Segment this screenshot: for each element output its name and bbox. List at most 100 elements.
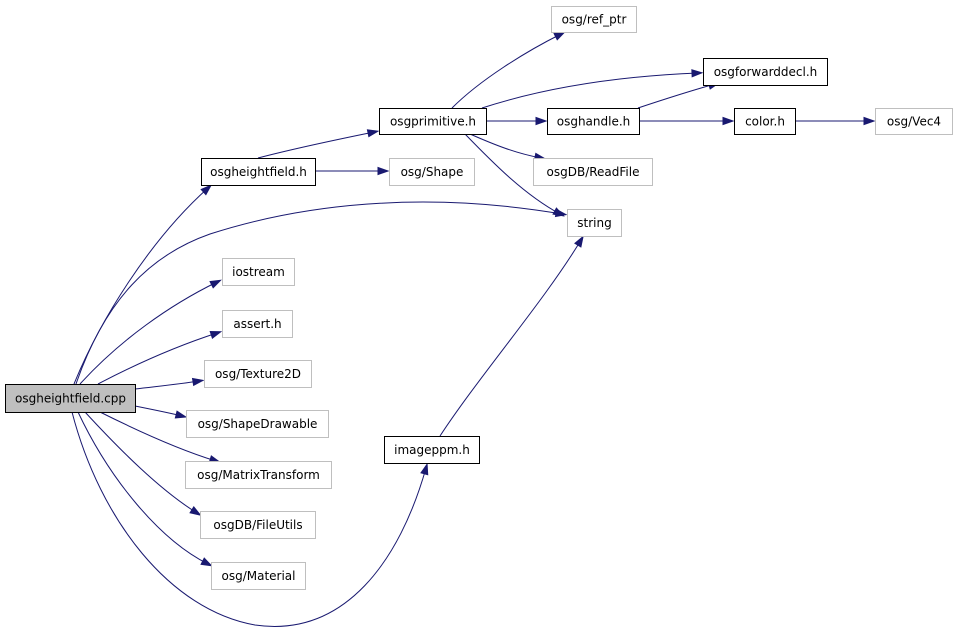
node-osg-texture2d: osg/Texture2D [204, 360, 312, 388]
edge-osgprimitive_h-to-osgdb_readfile [469, 133, 547, 161]
node-label: osgforwarddecl.h [714, 65, 818, 79]
node-label: osg/ref_ptr [562, 13, 627, 27]
node-box [551, 6, 637, 33]
arrowhead-icon [553, 31, 566, 41]
node-label: osgDB/FileUtils [213, 518, 302, 532]
nodes-layer: osgheightfield.cpp osgheightfield.h osgpri… [5, 6, 953, 590]
edge-line [637, 83, 716, 109]
edge-osgheightfield_h-to-osg_shape [314, 166, 390, 176]
edge-osgheightfield_cpp-to-string [75, 201, 568, 385]
node-box [734, 108, 796, 135]
node-box [533, 158, 653, 186]
node-box [201, 158, 316, 186]
edge-osgheightfield_cpp-to-osg_texture2d [134, 377, 205, 390]
edge-line [71, 411, 427, 627]
node-imageppm-h[interactable]: imageppm.h [384, 436, 480, 464]
node-label: osgheightfield.h [210, 165, 307, 179]
arrowhead-icon [691, 69, 704, 78]
node-osgheightfield-cpp[interactable]: osgheightfield.cpp [5, 384, 136, 413]
node-label: osg/ShapeDrawable [198, 417, 318, 431]
node-iostream: iostream [222, 258, 295, 286]
edge-line [99, 411, 217, 462]
edge-line [79, 281, 218, 385]
node-box [5, 384, 136, 413]
node-label: osghandle.h [557, 115, 631, 129]
edge-line [439, 239, 582, 437]
node-box [222, 258, 295, 286]
node-osgforwarddecl-h[interactable]: osgforwarddecl.h [703, 58, 828, 86]
edge-osgheightfield_cpp-to-assert_h [97, 331, 223, 385]
edge-osgheightfield_cpp-to-osg_material [77, 411, 213, 567]
edge-color_h-to-osg_vec4 [794, 116, 876, 126]
node-box [547, 108, 640, 135]
edge-osgheightfield_cpp-to-imageppm_h [71, 411, 429, 627]
node-box [567, 209, 622, 237]
arrowhead-icon [200, 557, 213, 567]
arrowhead-icon [552, 207, 565, 217]
edge-line [469, 133, 542, 159]
node-label: iostream [232, 265, 285, 279]
edge-osghandle_h-to-osgforwarddecl_h [637, 81, 721, 109]
node-box [204, 360, 312, 388]
arrowhead-icon [722, 116, 735, 126]
node-osg-ref-ptr: osg/ref_ptr [551, 6, 637, 33]
arrowhead-icon [377, 166, 390, 176]
edge-line [75, 201, 563, 385]
node-label: osgprimitive.h [390, 115, 476, 129]
node-osg-shape: osg/Shape [389, 158, 475, 186]
arrowhead-icon [191, 377, 205, 387]
edge-osgprimitive_h-to-string [464, 133, 565, 217]
arrowhead-icon [189, 505, 202, 516]
node-label: color.h [745, 115, 785, 129]
node-box [222, 310, 293, 338]
edge-osgheightfield_cpp-to-osgheightfield_h [73, 184, 213, 385]
node-assert-h: assert.h [222, 310, 293, 338]
node-box [389, 158, 475, 186]
node-osgdb-fileutils: osgDB/FileUtils [200, 511, 316, 539]
node-string: string [567, 209, 622, 237]
node-box [200, 511, 316, 539]
node-osg-shapedrawable: osg/ShapeDrawable [186, 410, 329, 438]
edge-osgprimitive_h-to-osgforwarddecl_h [481, 69, 704, 109]
arrowhead-icon [535, 116, 548, 126]
node-osg-material: osg/Material [211, 562, 306, 590]
edge-osgprimitive_h-to-osghandle_h [485, 116, 548, 126]
arrowhead-icon [420, 462, 429, 476]
node-osg-vec4: osg/Vec4 [875, 108, 953, 135]
node-color-h[interactable]: color.h [734, 108, 796, 135]
node-label: osg/Vec4 [887, 115, 941, 129]
node-label: osg/Shape [401, 165, 464, 179]
edge-line [77, 411, 209, 565]
node-label: string [577, 216, 611, 230]
node-box [384, 436, 480, 464]
node-label: osgDB/ReadFile [547, 165, 640, 179]
arrowhead-icon [174, 410, 188, 419]
edge-osgheightfield_cpp-to-osgdb_fileutils [84, 411, 202, 516]
node-osgheightfield-h[interactable]: osgheightfield.h [201, 158, 316, 186]
edge-line [84, 411, 198, 514]
edge-osgprimitive_h-to-osg_ref_ptr [451, 31, 566, 109]
node-osghandle-h[interactable]: osghandle.h [547, 108, 640, 135]
edge-line [464, 133, 561, 215]
edge-osgheightfield_cpp-to-iostream [79, 279, 222, 385]
edge-line [481, 72, 699, 109]
node-osgprimitive-h[interactable]: osgprimitive.h [379, 108, 487, 135]
edge-line [451, 33, 562, 109]
edge-osgheightfield_h-to-osgprimitive_h [257, 129, 380, 159]
arrowhead-icon [574, 235, 584, 248]
node-box [211, 562, 306, 590]
node-label: assert.h [233, 317, 281, 331]
node-label: osg/MatrixTransform [197, 468, 320, 482]
edge-imageppm_h-to-string [439, 235, 584, 437]
node-box [185, 461, 332, 489]
arrowhead-icon [209, 279, 222, 289]
node-box [875, 108, 953, 135]
edge-line [134, 405, 183, 417]
edge-line [97, 332, 218, 385]
node-label: osg/Material [221, 569, 295, 583]
edge-line [134, 380, 200, 390]
node-osg-matrixtransform: osg/MatrixTransform [185, 461, 332, 489]
node-box [186, 410, 329, 438]
edges-layer [71, 31, 876, 627]
